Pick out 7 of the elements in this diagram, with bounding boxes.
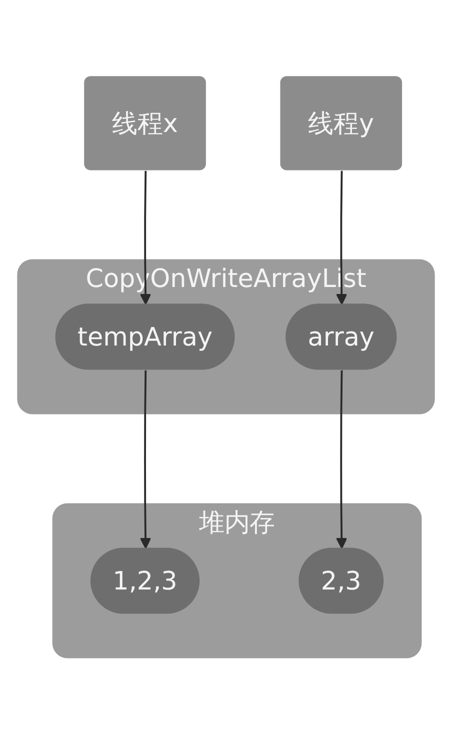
node-box: 线程x <box>84 76 206 170</box>
arrow <box>336 370 348 549</box>
node-box: 线程y <box>280 76 402 170</box>
arrow <box>336 170 348 305</box>
arrow <box>140 170 152 305</box>
node-box: tempArray <box>55 303 235 370</box>
arrow <box>140 370 152 549</box>
